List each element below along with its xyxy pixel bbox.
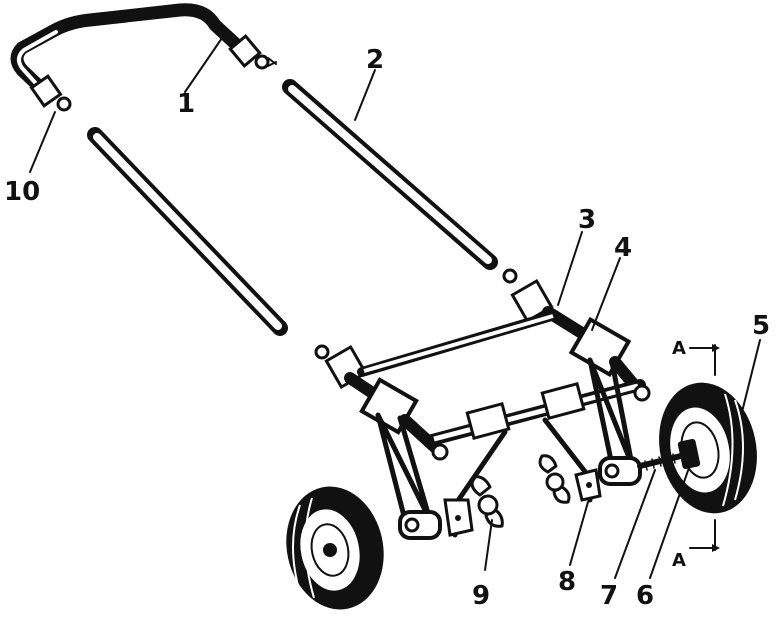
callout-9: 9 bbox=[472, 581, 490, 611]
callout-10: 10 bbox=[4, 177, 40, 207]
callout-4: 4 bbox=[614, 233, 632, 263]
callout-6: 6 bbox=[636, 581, 654, 611]
callout-7: 7 bbox=[600, 581, 618, 611]
handle-top bbox=[10, 3, 277, 112]
callout-3: 3 bbox=[578, 205, 596, 235]
leader-lines bbox=[29, 37, 761, 579]
section-mark-top: A bbox=[672, 338, 686, 359]
side-tubes bbox=[87, 79, 498, 336]
callout-5: 5 bbox=[752, 311, 770, 341]
callout-2: 2 bbox=[366, 45, 384, 75]
right-wheel bbox=[637, 382, 757, 514]
left-wheel bbox=[286, 486, 384, 610]
section-mark-bottom: A bbox=[672, 550, 686, 571]
wing-nuts bbox=[470, 454, 571, 528]
callout-8: 8 bbox=[558, 567, 576, 597]
callout-1: 1 bbox=[177, 89, 195, 119]
mid-bracket bbox=[443, 417, 602, 538]
section-line-a bbox=[689, 344, 720, 552]
frame bbox=[314, 268, 651, 540]
